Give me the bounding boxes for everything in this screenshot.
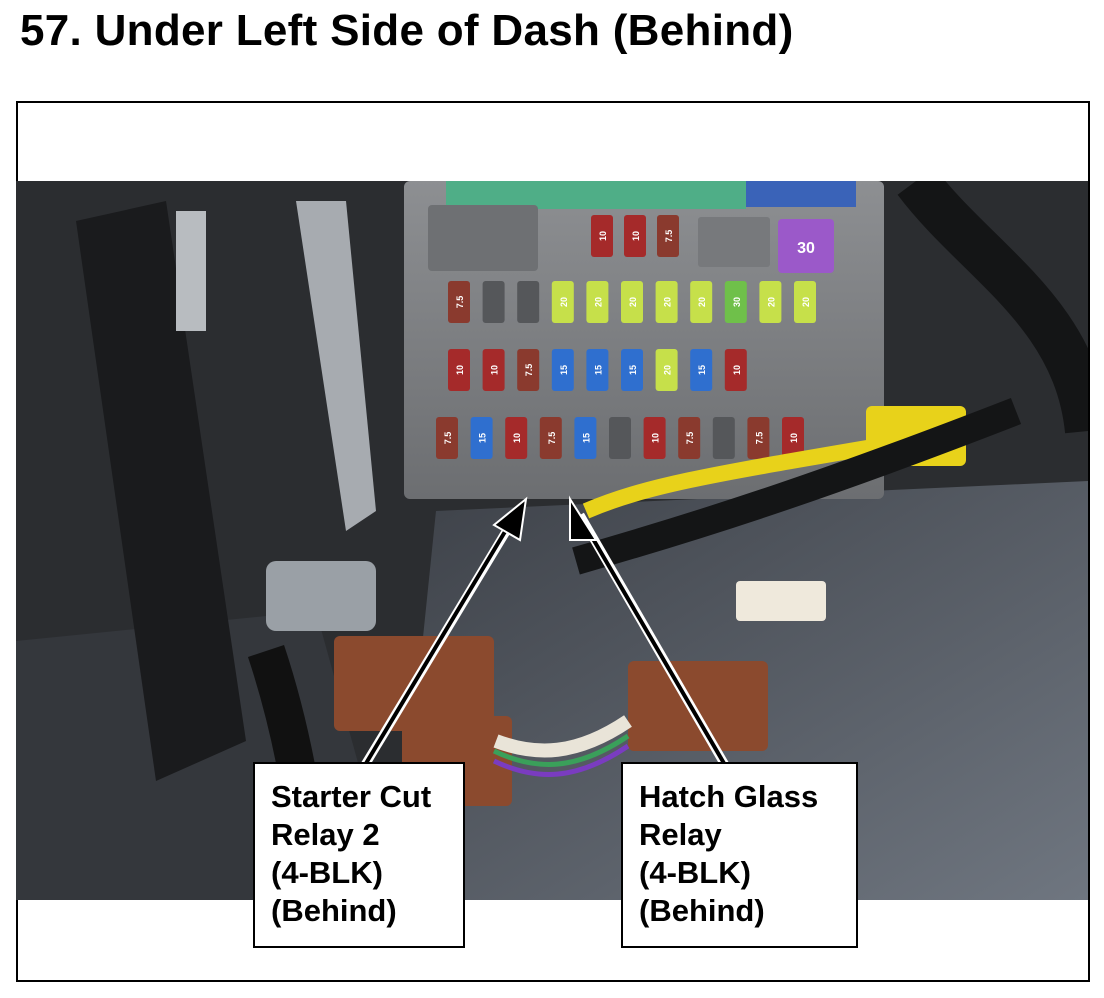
fuse-blade (782, 417, 804, 459)
fuse-blade (539, 417, 562, 459)
fuse-blade (643, 417, 666, 459)
fuse-blade (724, 349, 747, 391)
fuse-blade (517, 281, 540, 323)
fuse-blade (574, 417, 597, 459)
callout-line: (Behind) (639, 893, 765, 928)
callout-starter-cut-relay: Starter Cut Relay 2 (4-BLK) (Behind) (253, 762, 465, 948)
page-title: 57. Under Left Side of Dash (Behind) (20, 6, 794, 55)
fuse-rating-label: 15 (593, 365, 603, 375)
callout-line: Hatch Glass (639, 779, 819, 814)
fuse-rating-label: 10 (651, 433, 661, 443)
fuse-rows: 10 10 7.5 7.5 20 20 20 20 20 30 20 20 10 10 7.5 15 15 15 2… (436, 215, 816, 459)
fuse-blade (470, 417, 493, 459)
fuse-rating-label: 15 (559, 365, 569, 375)
pedal-mount (266, 561, 376, 631)
fuse-blade (724, 281, 747, 323)
fuse-rating-label: 10 (732, 365, 742, 375)
fuse-blade (712, 417, 735, 459)
fuse-rating-label: 20 (766, 297, 776, 307)
fuse-blade (448, 349, 470, 391)
fuse-blade (624, 215, 646, 257)
callout-line: Relay (639, 817, 722, 852)
fuse-blade (690, 281, 713, 323)
fuse-blade (678, 417, 701, 459)
photo-illustration: 30 10 10 7.5 7.5 20 20 20 20 20 30 20 20 10 10 7.5 15 15… (16, 181, 1088, 900)
fuse-rating-label: 20 (801, 297, 811, 307)
fuse-rating-label: 20 (559, 297, 569, 307)
metal-bracket (296, 201, 376, 531)
maxi-fuse (778, 219, 834, 273)
white-connector (736, 581, 826, 621)
fuse-rating-label: 20 (628, 297, 638, 307)
relay-socket (428, 205, 538, 271)
fuse-blade (655, 281, 678, 323)
fuse-blade (621, 349, 643, 391)
fuse-rating-label: 10 (598, 231, 608, 241)
fuse-blade (482, 349, 505, 391)
fuse-blade (621, 281, 643, 323)
fuse-rating-label: 20 (593, 297, 603, 307)
fuse-blade (551, 281, 574, 323)
fuse-rating-label: 10 (789, 433, 799, 443)
fuse-rating-label: 15 (581, 433, 591, 443)
fuse-rating-label: 30 (732, 297, 742, 307)
fuse-blade (657, 215, 679, 257)
fuse-rating-label: 20 (663, 365, 673, 375)
fuse-rating-label: 7.5 (754, 432, 764, 445)
green-connector (446, 181, 746, 209)
fuse-rating-label: 20 (697, 297, 707, 307)
fuse-blade (448, 281, 470, 323)
black-loom-right (897, 181, 1088, 434)
fuse-blade (586, 349, 609, 391)
fuse-blade (551, 349, 574, 391)
fuse-blade (586, 281, 609, 323)
fuse-blade (747, 417, 770, 459)
brown-connector-3 (628, 661, 768, 751)
fuse-rating-label: 7.5 (685, 432, 695, 445)
bolt (176, 211, 206, 331)
fuse-blade (690, 349, 713, 391)
callout-line: Relay 2 (271, 817, 380, 852)
fuse-rating-label: 15 (697, 365, 707, 375)
blue-connector (746, 181, 856, 207)
fuse-rating-label: 15 (628, 365, 638, 375)
fuse-rating-label: 7.5 (443, 432, 453, 445)
fuse-rating-label: 10 (512, 433, 522, 443)
fuse-blade (436, 417, 458, 459)
fuse-rating-label: 7.5 (455, 296, 465, 309)
fuse-box-photo: 30 10 10 7.5 7.5 20 20 20 20 20 30 20 20 10 10 7.5 15 15… (16, 181, 1088, 900)
fuse-rating-label: 20 (663, 297, 673, 307)
callout-line: (Behind) (271, 893, 397, 928)
fuse-blade (794, 281, 816, 323)
fuse-blade (759, 281, 782, 323)
fuse-rating-label: 10 (631, 231, 641, 241)
fuse-rating-label: 7.5 (547, 432, 557, 445)
maxi-fuse-label: 30 (797, 240, 815, 257)
fuse-blade (609, 417, 631, 459)
fuse-rating-label: 10 (490, 365, 500, 375)
pedal-arm (76, 201, 246, 781)
callout-line: (4-BLK) (639, 855, 751, 890)
fuse-blade (505, 417, 528, 459)
relay-slot (698, 217, 770, 267)
fuse-blade (591, 215, 613, 257)
fuse-rating-label: 10 (455, 365, 465, 375)
callout-line: (4-BLK) (271, 855, 383, 890)
callout-hatch-glass-relay: Hatch Glass Relay (4-BLK) (Behind) (621, 762, 858, 948)
callout-line: Starter Cut (271, 779, 432, 814)
fuse-blade (482, 281, 505, 323)
fuse-blade (655, 349, 678, 391)
fuse-rating-label: 7.5 (524, 364, 534, 377)
fuse-blade (517, 349, 540, 391)
fuse-rating-label: 7.5 (664, 230, 674, 243)
fuse-rating-label: 15 (478, 433, 488, 443)
